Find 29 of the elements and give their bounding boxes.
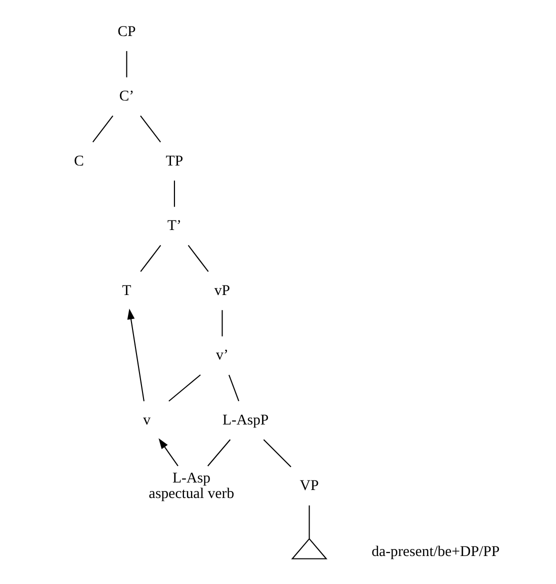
- node-text: v: [142, 412, 150, 428]
- connector: [206, 439, 230, 466]
- node-text: CP: [117, 24, 136, 40]
- node-text: L-AspP: [222, 412, 268, 428]
- connector: [140, 245, 161, 272]
- node-text: C: [73, 153, 84, 170]
- connector: [126, 51, 127, 78]
- node-text: vP: [214, 282, 230, 299]
- node-text: T: [122, 282, 131, 299]
- node-text: T’: [166, 218, 181, 234]
- connector: [262, 439, 291, 468]
- node-label: aspectual verb: [148, 486, 234, 502]
- connector: [92, 116, 113, 142]
- arrow: [126, 308, 144, 402]
- connector: [168, 374, 200, 402]
- node-triangle: [290, 538, 327, 560]
- node-text: TP: [165, 153, 183, 170]
- connector: [140, 116, 160, 142]
- connector: [308, 505, 310, 539]
- connector: [228, 374, 239, 402]
- connector: [187, 245, 208, 272]
- connector: [173, 180, 174, 207]
- node-text: v’: [216, 348, 228, 364]
- arrow: [158, 438, 178, 466]
- node-text: C’: [118, 88, 134, 105]
- node-text: VP: [299, 478, 318, 494]
- connector: [221, 310, 222, 336]
- node-text: L-Asp: [172, 470, 210, 486]
- node-label: da-present/be+DP/PP: [371, 544, 500, 560]
